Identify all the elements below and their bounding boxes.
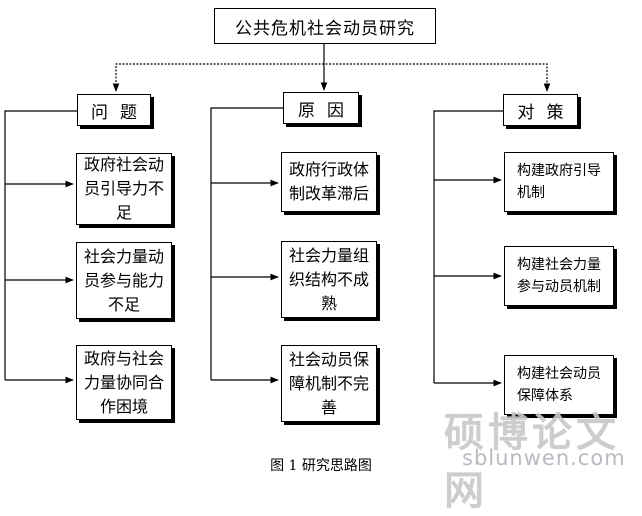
leaf-node: 构建社会力量参与动员机制 [504, 246, 614, 306]
connector-lines [4, 44, 551, 387]
leaf-label: 政府行政体制改革滞后 [288, 160, 369, 203]
leaf-label: 社会力量动员参与能力不足 [83, 246, 164, 314]
leaf-node: 构建政府引导机制 [504, 152, 614, 212]
leaf-node: 政府行政体制改革滞后 [281, 152, 377, 212]
branch-node-causes: 原因 [283, 92, 359, 124]
branch-label: 原因 [298, 100, 356, 121]
leaf-node: 政府社会动员引导力不足 [76, 153, 172, 225]
branch-node-problems: 问题 [77, 94, 151, 126]
leaf-label: 社会力量组织结构不成熟 [288, 245, 369, 313]
leaf-node: 社会力量动员参与能力不足 [76, 242, 172, 319]
branch-label: 问题 [91, 102, 149, 123]
watermark-url: sblunwen.com [462, 446, 626, 470]
root-label: 公共危机社会动员研究 [235, 18, 415, 39]
branch-node-countermeasures: 对策 [503, 94, 578, 126]
leaf-label: 政府社会动员引导力不足 [83, 155, 164, 222]
leaf-label: 社会动员保障机制不完善 [288, 349, 369, 417]
leaf-node: 政府与社会力量协同合作困境 [76, 345, 172, 420]
branch-label: 对策 [517, 102, 576, 123]
figure-caption: 图 1 研究思路图 [270, 458, 372, 474]
leaf-node: 社会动员保障机制不完善 [281, 345, 377, 422]
leaf-label: 构建社会动员保障体系 [517, 366, 601, 404]
leaf-node: 社会力量组织结构不成熟 [281, 241, 377, 318]
leaf-node: 构建社会动员保障体系 [504, 355, 614, 415]
leaf-label: 政府与社会力量协同合作困境 [83, 348, 164, 416]
leaf-label: 构建社会力量参与动员机制 [517, 257, 601, 295]
root-node: 公共危机社会动员研究 [214, 8, 436, 44]
leaf-label: 构建政府引导机制 [517, 163, 601, 201]
